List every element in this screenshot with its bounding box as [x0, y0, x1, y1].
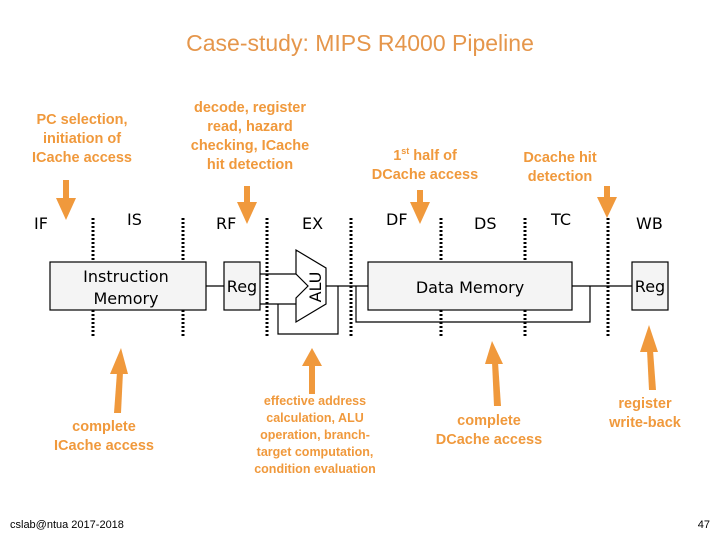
page-number: 47	[697, 519, 710, 531]
wire-alu-feedback	[277, 286, 339, 335]
instruction-memory-label-1: Instruction	[83, 267, 169, 286]
stage-label-if: IF	[34, 214, 48, 233]
arrow-down-if-icon	[56, 180, 76, 220]
annotation-tc: Dcache hit detection	[523, 150, 597, 185]
wire-alu-bypass	[355, 286, 591, 323]
arrow-down-rf-icon	[237, 186, 257, 224]
stage-label-wb: WB	[636, 214, 663, 233]
alu-label: ALU	[306, 272, 325, 303]
data-memory-label: Data Memory	[416, 278, 524, 297]
annotation-rf: decode, register read, hazard checking, …	[190, 100, 310, 173]
stage-label-df: DF	[386, 210, 408, 229]
annotation-df: 1st half of DCache access	[371, 146, 479, 183]
annotation-is: complete ICache access	[54, 419, 154, 454]
annotation-ex: effective address calculation, ALU opera…	[254, 394, 376, 476]
arrow-up-wb-icon	[640, 325, 658, 390]
slide-title: Case-study: MIPS R4000 Pipeline	[186, 30, 534, 56]
stage-label-tc: TC	[551, 210, 572, 229]
data-memory-box	[367, 261, 573, 311]
footer-course: cslab@ntua 2017-2018	[10, 519, 124, 531]
annotation-if: PC selection, initiation of ICache acces…	[32, 112, 132, 166]
stage-label-ds: DS	[474, 214, 497, 233]
arrow-up-ds-icon	[485, 341, 503, 406]
wires	[206, 273, 632, 335]
register-file-read-box	[223, 261, 261, 311]
arrow-down-tc-icon	[597, 186, 617, 218]
register-file-write-box	[631, 261, 669, 311]
register-file-write-label: Reg	[635, 277, 665, 296]
annotation-ds: complete DCache access	[435, 413, 543, 448]
instruction-memory-label-2: Memory	[93, 289, 158, 308]
register-file-read-label: Reg	[227, 277, 257, 296]
stage-label-rf: RF	[216, 214, 237, 233]
instruction-memory-box	[49, 261, 207, 311]
arrow-down-df-icon	[410, 190, 430, 224]
arrows	[56, 180, 658, 413]
stage-label-ex: EX	[302, 214, 324, 233]
alu-shape	[295, 248, 327, 324]
arrow-up-is-icon	[110, 348, 128, 413]
annotation-wb: register write-back	[609, 396, 681, 431]
arrow-up-ex-icon	[302, 348, 322, 394]
stage-label-is: IS	[127, 210, 142, 229]
